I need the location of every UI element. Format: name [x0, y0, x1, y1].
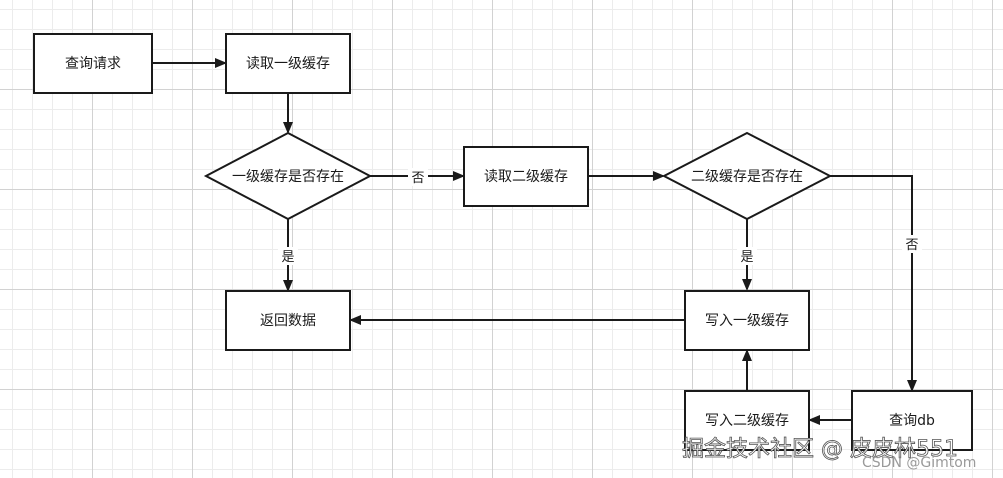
- node-label-query-request: 查询请求: [65, 56, 121, 72]
- edge-label-l1-no: 否: [411, 171, 424, 186]
- node-label-write-l1: 写入一级缓存: [705, 313, 789, 329]
- node-write-l2: 写入二级缓存: [684, 390, 810, 451]
- watermark-secondary: CSDN @Gimtom: [862, 455, 976, 471]
- edge-label-l2-yes: 是: [740, 250, 753, 265]
- node-read-l1: 读取一级缓存: [225, 33, 351, 94]
- node-label-l2-exists: 二级缓存是否存在: [691, 169, 803, 185]
- node-l1-exists: 一级缓存是否存在: [203, 131, 373, 221]
- node-l2-exists: 二级缓存是否存在: [661, 131, 833, 221]
- edge-label-l1-yes: 是: [281, 250, 294, 265]
- node-query-request: 查询请求: [33, 33, 153, 94]
- node-query-db: 查询db: [851, 390, 973, 451]
- edges: [152, 58, 917, 425]
- node-label-read-l2: 读取二级缓存: [484, 168, 568, 185]
- node-label-l1-exists: 一级缓存是否存在: [232, 169, 344, 185]
- node-label-write-l2: 写入二级缓存: [705, 413, 789, 429]
- node-read-l2: 读取二级缓存: [463, 146, 589, 207]
- node-label-return-data: 返回数据: [260, 313, 316, 329]
- edge-label-l2-no: 否: [905, 238, 918, 253]
- node-label-query-db: 查询db: [889, 413, 935, 429]
- node-write-l1: 写入一级缓存: [684, 290, 810, 351]
- edge-l2-no-to-db: [830, 175, 917, 392]
- node-return-data: 返回数据: [225, 290, 351, 351]
- node-label-read-l1: 读取一级缓存: [246, 55, 330, 72]
- watermark-primary: 掘金技术社区 @ 皮皮林551: [682, 437, 958, 462]
- edge-labels: 否 是 是 否: [278, 168, 922, 265]
